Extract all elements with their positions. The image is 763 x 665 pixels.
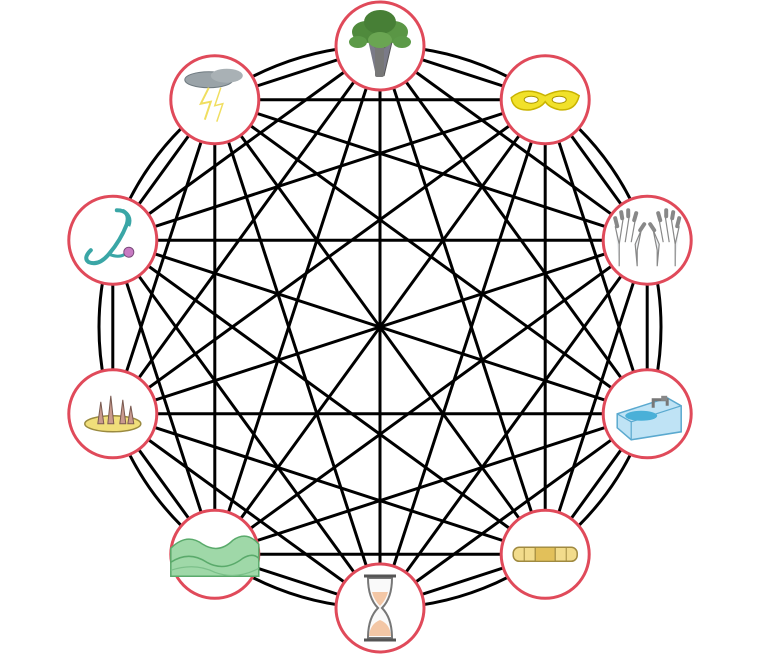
node-spikes xyxy=(67,368,159,460)
edge-spikes-storm-cloud xyxy=(111,99,217,415)
nodes-group xyxy=(67,0,693,654)
edge-tree-faucet xyxy=(378,45,649,415)
node-circle xyxy=(601,194,693,286)
edge-mask-stethoscope xyxy=(112,98,546,242)
node-mask xyxy=(499,54,591,146)
node-tree xyxy=(334,0,426,92)
hourglass-icon xyxy=(364,574,396,642)
edge-hourglass-stethoscope xyxy=(111,239,382,609)
tree-icon xyxy=(349,10,411,77)
node-hills xyxy=(169,508,261,600)
gloves-icon xyxy=(613,208,682,267)
hills-icon xyxy=(170,535,260,578)
node-hourglass xyxy=(334,562,426,654)
spike-trap-icon xyxy=(84,395,142,433)
edge-hourglass-spikes xyxy=(111,412,381,610)
edge-faucet-storm-cloud xyxy=(213,98,649,416)
node-gloves xyxy=(601,194,693,286)
node-storm-cloud xyxy=(169,54,261,146)
edge-gloves-storm-cloud xyxy=(214,98,648,242)
edge-bandage-stethoscope xyxy=(111,238,547,556)
edge-tree-spikes xyxy=(111,45,382,415)
node-stethoscope xyxy=(67,194,159,286)
bandage-icon xyxy=(512,546,578,563)
node-circle xyxy=(169,54,261,146)
stethoscope-icon xyxy=(84,208,135,266)
eye-mask-icon xyxy=(510,89,581,111)
edge-bandage-spikes xyxy=(112,412,546,556)
edge-hourglass-storm-cloud xyxy=(213,99,382,609)
edge-hills-stethoscope xyxy=(111,239,217,555)
node-faucet xyxy=(601,368,693,460)
node-bandage xyxy=(499,508,591,600)
faucet-icon xyxy=(616,395,682,441)
storm-cloud-icon xyxy=(184,68,243,122)
edge-bandage-storm-cloud xyxy=(213,98,547,556)
node-circle xyxy=(67,194,159,286)
edge-gloves-hourglass xyxy=(378,239,649,609)
edge-faucet-hills xyxy=(214,412,648,556)
